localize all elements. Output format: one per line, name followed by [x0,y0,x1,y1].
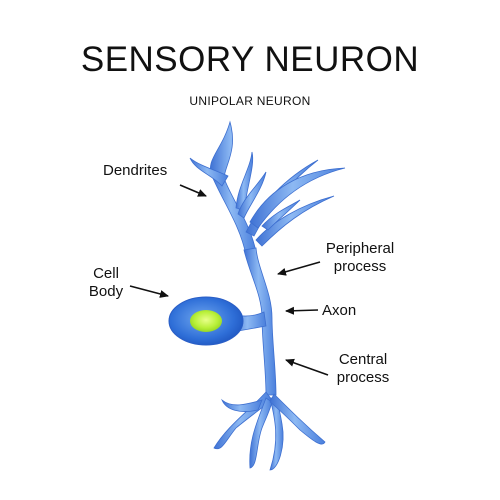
diagram-subtitle: UNIPOLAR NEURON [189,94,311,108]
cell-body-arrow [129,285,169,298]
peripheral-process-label: Peripheral process [318,240,402,276]
dendrite-branch [235,151,254,211]
axon-stem [243,247,277,396]
terminal-branch [269,393,326,445]
axon-label: Axon [322,302,357,319]
central-process-arrow [285,358,329,376]
dendrite-branch [249,167,346,229]
axon-arrow [285,306,319,315]
dendrites-group [189,120,346,256]
dendrite-branch [261,199,301,231]
nucleus [190,310,222,332]
dendrite-branch [237,171,267,219]
cell-body-label: Cell Body [84,265,128,301]
central-process-label: Central process [330,351,396,387]
dendrite-branch [210,120,257,256]
axon-terminals [213,391,326,471]
peripheral-process-label-line2: process [333,258,387,275]
peripheral-process-label-line1: Peripheral [325,240,395,257]
diagram-title: SENSORY NEURON [80,40,420,79]
pointer-arrows [129,184,329,376]
cell-body-label-line1: Cell [93,265,119,282]
dendrites-arrow [179,184,207,197]
central-process-label-line2: process [336,369,390,386]
dendrite-branch [189,157,229,187]
terminal-branch [221,398,263,412]
cell-body-label-line2: Body [88,283,124,300]
terminal-branch [249,397,273,469]
dendrites-label: Dendrites [103,162,168,179]
peripheral-process-arrow [277,261,321,276]
central-process-label-line1: Central [338,351,388,368]
